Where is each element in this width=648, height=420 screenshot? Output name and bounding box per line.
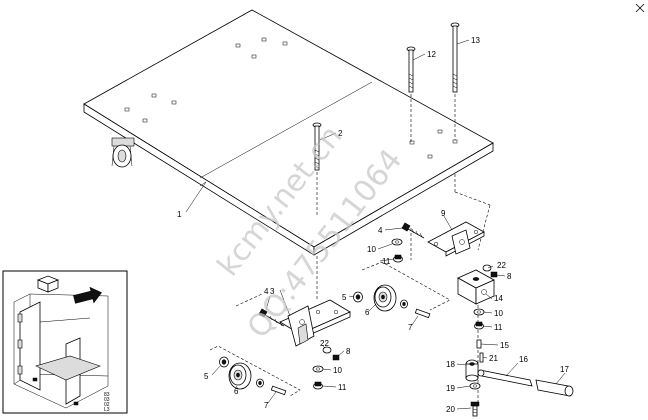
axle-7-middle: [414, 308, 431, 319]
bolt-20: [470, 401, 480, 417]
axle-7-lower: [270, 385, 287, 396]
block-14: [457, 269, 495, 305]
callout-8-lower: 8: [346, 347, 351, 356]
caster-wheel: [111, 137, 135, 168]
washer-22-right: [482, 264, 492, 272]
nut-11-right: [474, 321, 484, 330]
callout-5-middle: 5: [342, 293, 347, 302]
callout-2: 2: [338, 129, 343, 138]
nut-5-lower: [219, 356, 229, 368]
nut-8-right: [490, 271, 498, 278]
bracket-9: [427, 221, 485, 257]
callout-7-middle: 7: [408, 323, 413, 332]
callout-11-right: 11: [494, 323, 503, 332]
bolt-13: [450, 22, 460, 140]
spring-21: [479, 352, 484, 363]
callout-22-right: 22: [497, 261, 506, 270]
bolt-12: [406, 46, 416, 142]
callout-13: 13: [471, 36, 480, 45]
callout-12: 12: [427, 50, 436, 59]
washer-10-right: [473, 308, 485, 316]
callout-14: 14: [494, 294, 503, 303]
washer-22-lower: [322, 346, 332, 354]
corner-mark: [635, 3, 645, 13]
callout-15: 15: [500, 341, 509, 350]
inset-code-3: 02: [104, 402, 110, 408]
screw-4-upper: [401, 222, 425, 239]
callout-10-upper: 10: [367, 245, 376, 254]
spacer-lower: [256, 378, 264, 388]
washer-19: [469, 382, 481, 390]
pin-15: [476, 339, 482, 349]
callout-11-upper: 11: [382, 257, 391, 266]
inset-code-4: L3: [104, 407, 110, 413]
bracket-3: [279, 299, 351, 347]
nut-11-lower: [313, 381, 323, 390]
inset-code-2: 03: [104, 397, 110, 403]
callout-11-lower: 11: [338, 383, 347, 392]
wheel-6-lower: [228, 362, 252, 390]
leader-lines: [185, 39, 566, 410]
callout-10-right: 10: [494, 309, 503, 318]
callout-9: 9: [441, 209, 446, 218]
callout-18: 18: [446, 360, 455, 369]
callout-3: 3: [270, 287, 275, 296]
callout-21: 21: [489, 354, 498, 363]
callout-7-lower: 7: [264, 401, 269, 410]
bolt-2: [312, 122, 322, 216]
inset-code-1: 83: [104, 392, 110, 398]
screw-4-middle: [258, 308, 285, 327]
nut-11-upper: [393, 254, 403, 263]
nut-8-lower: [332, 354, 340, 361]
callout-19: 19: [446, 384, 455, 393]
callout-4-middle: 4: [264, 287, 269, 296]
washer-10-lower: [312, 365, 324, 373]
location-inset: 83 03 02 L3: [2, 270, 128, 414]
callout-8-right: 8: [507, 272, 512, 281]
wheel-6-middle: [373, 284, 397, 312]
table-top-plate: [83, 9, 494, 256]
callout-16: 16: [519, 355, 528, 364]
lever-16: [477, 369, 533, 387]
handle-grip-17: [535, 379, 574, 397]
callout-6-lower: 6: [234, 387, 239, 396]
callout-labels: 1 2 3 4 4 5 5 6 6 7 7 8 8 9 10 10 10 11 …: [177, 36, 569, 414]
callout-6-middle: 6: [365, 308, 370, 317]
callout-4-upper: 4: [378, 226, 383, 235]
callout-17: 17: [560, 365, 569, 374]
callout-1: 1: [177, 210, 182, 219]
callout-22-lower: 22: [320, 339, 329, 348]
caster-fork-18: [465, 359, 479, 382]
callout-10-lower: 10: [333, 366, 342, 375]
washer-10-upper: [391, 238, 403, 246]
callout-5-lower: 5: [204, 372, 209, 381]
mounting-holes: [124, 37, 458, 159]
callout-20: 20: [446, 405, 455, 414]
spacer-middle: [400, 299, 408, 309]
nut-5-middle: [353, 291, 363, 303]
